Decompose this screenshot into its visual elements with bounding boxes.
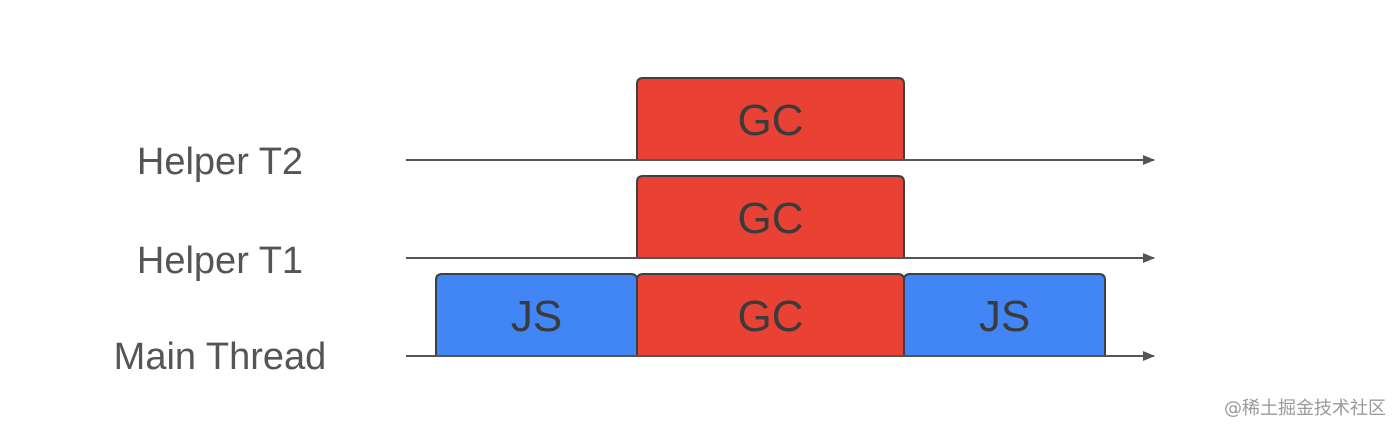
gc-block-label: GC [738, 194, 804, 243]
lane-label-helper-t1: Helper T1 [136, 240, 304, 282]
js-block-shape [903, 273, 1106, 357]
watermark: @稀土掘金技术社区 [1224, 398, 1386, 419]
gc-block-shape [636, 175, 905, 259]
js-block-label: JS [979, 292, 1030, 341]
task-blocks: GC GC JS GC JS [435, 77, 1106, 357]
gc-block-lane-2-3: GC [636, 273, 905, 357]
js-block-lane-2-2: JS [435, 273, 638, 357]
gc-block-lane-0-0: GC [636, 77, 905, 161]
gc-block-lane-1-1: GC [636, 175, 905, 259]
gc-block-label: GC [738, 292, 804, 341]
lane-label-helper-t2: Helper T2 [136, 141, 304, 183]
js-block-lane-2-4: JS [903, 273, 1106, 357]
lane-label-main-thread: Main Thread [113, 336, 327, 378]
gc-block-label: GC [738, 96, 804, 145]
js-block-label: JS [511, 292, 562, 341]
gc-block-shape [636, 77, 905, 161]
timeline-arrows [406, 155, 1155, 361]
